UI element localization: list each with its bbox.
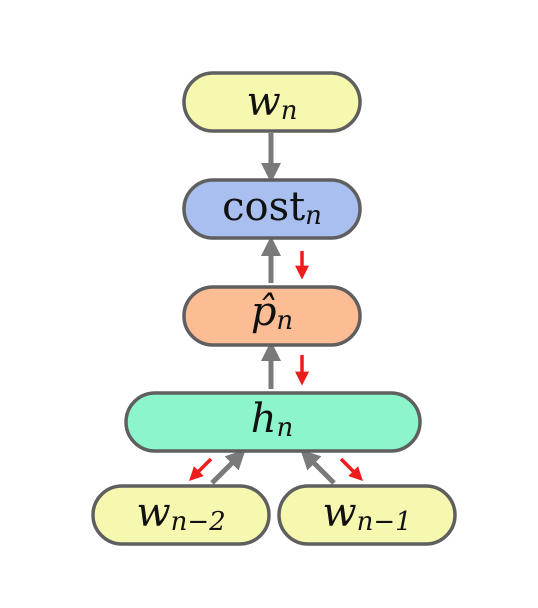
node-w-n-minus-1-sub: n−1 (357, 507, 412, 537)
node-cost-n-sub: n (305, 201, 322, 231)
svg-text:wn: wn (247, 79, 298, 126)
node-cost-n-base: cost (222, 184, 305, 230)
arrow-wn2-to-h (210, 449, 246, 485)
node-w-n-minus-2: wn−2 (91, 484, 271, 546)
svg-text:p̂n: p̂n (251, 289, 293, 336)
node-w-n-base: w (247, 79, 281, 125)
node-w-n-sub: n (281, 96, 298, 126)
svg-text:hn: hn (251, 396, 294, 443)
node-cost-n: costn (182, 178, 362, 240)
node-p-hat-n-base: p̂ (251, 289, 277, 335)
node-h-n-base: h (251, 396, 277, 442)
grad-arrow-h-to-wn2 (189, 457, 213, 481)
node-w-n-minus-2-sub: n−2 (171, 507, 226, 537)
svg-text:wn−1: wn−1 (322, 490, 411, 537)
grad-arrow-h-to-wn1 (339, 457, 363, 481)
node-w-n-minus-1-base: w (322, 490, 356, 536)
arrow-wn1-to-h (300, 449, 336, 485)
node-h-n: hn (124, 391, 422, 453)
node-w-n-minus-2-base: w (136, 490, 170, 536)
node-w-n: wn (182, 71, 362, 133)
node-h-n-sub: n (277, 413, 294, 443)
node-p-hat-n-sub: n (276, 306, 293, 336)
svg-text:wn−2: wn−2 (136, 490, 225, 537)
svg-text:costn: costn (222, 184, 322, 231)
node-w-n-minus-1: wn−1 (277, 484, 457, 546)
node-p-hat-n: p̂n (182, 285, 362, 347)
